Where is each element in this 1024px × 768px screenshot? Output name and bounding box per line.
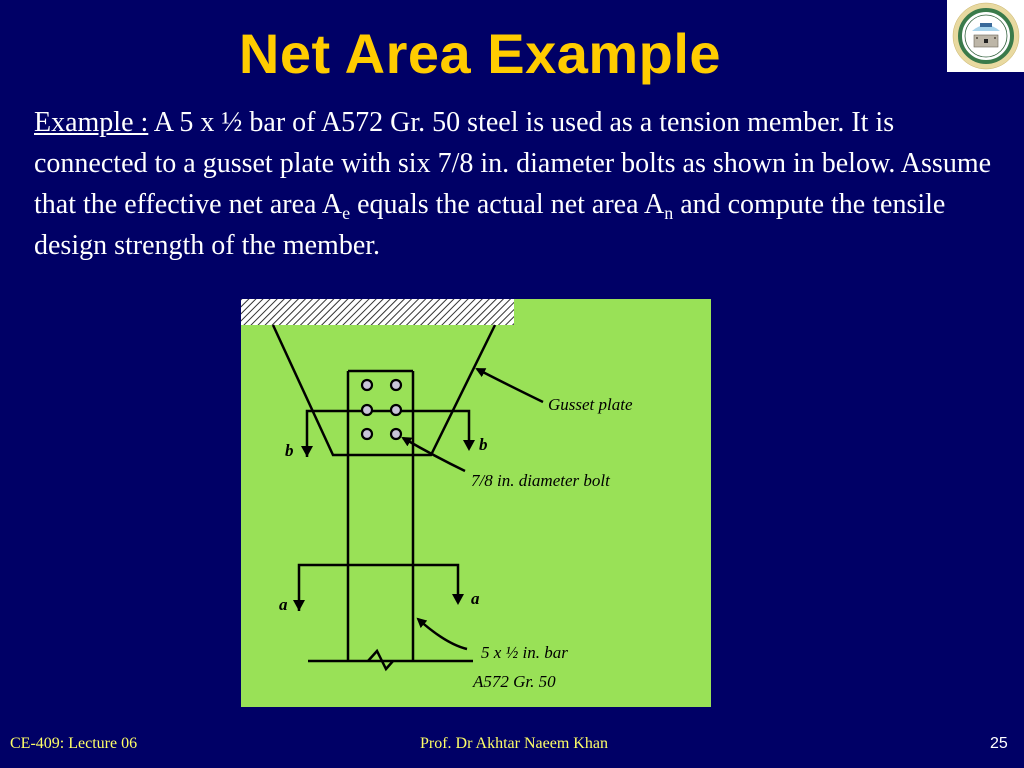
section-b-left-label: b — [285, 441, 294, 460]
bolt — [360, 427, 374, 441]
footer-course: CE-409: Lecture 06 — [10, 735, 138, 752]
break-symbol — [367, 648, 394, 672]
section-b-right-label: b — [479, 435, 488, 454]
section-b-left-arrow-icon — [301, 446, 313, 457]
bolt — [389, 378, 403, 392]
gusset-leader — [475, 367, 544, 404]
bolt-label: 7/8 in. diameter bolt — [471, 471, 610, 490]
bar-leader — [416, 617, 468, 651]
support-hatch — [241, 299, 514, 325]
bolt — [389, 427, 403, 441]
bolt-group — [360, 378, 403, 441]
example-paragraph: Example : A 5 x ½ bar of A572 Gr. 50 ste… — [34, 102, 994, 266]
subscript-n: n — [664, 203, 674, 223]
bar-size-label: 5 x ½ in. bar — [481, 643, 568, 662]
example-lead: Example : — [34, 107, 149, 138]
bolt — [360, 403, 374, 417]
university-seal-icon — [952, 2, 1019, 70]
section-a-line — [297, 563, 460, 611]
bolt-leader — [401, 436, 466, 473]
subscript-e: e — [342, 203, 351, 223]
bolt — [360, 378, 374, 392]
section-a-left-label: a — [279, 595, 288, 614]
university-logo — [947, 0, 1024, 72]
example-text-part1: A 5 x ½ bar of A572 Gr. 50 steel is used… — [34, 107, 992, 220]
gusset-plate-outline — [271, 324, 497, 457]
footer-author: Prof. Dr Akhtar Naeem Khan — [420, 735, 608, 752]
bolt — [389, 403, 403, 417]
section-b-line — [305, 409, 471, 457]
example-text-part3: and compute the tensile design strength … — [34, 189, 946, 261]
slide-number: 25 — [990, 735, 1008, 752]
bar-grade-label: A572 Gr. 50 — [473, 672, 556, 691]
example-text-part2: equals the actual net area A — [350, 189, 665, 220]
gusset-plate-label: Gusset plate — [548, 395, 633, 414]
section-b-right-arrow-icon — [463, 440, 475, 451]
connection-diagram: Gusset plate 7/8 in. diameter bolt b b a… — [241, 299, 711, 707]
section-a-right-label: a — [471, 589, 480, 608]
connection-drawing — [241, 299, 544, 672]
section-a-right-arrow-icon — [452, 594, 464, 605]
slide-title: Net Area Example — [238, 22, 722, 85]
section-a-left-arrow-icon — [293, 600, 305, 611]
